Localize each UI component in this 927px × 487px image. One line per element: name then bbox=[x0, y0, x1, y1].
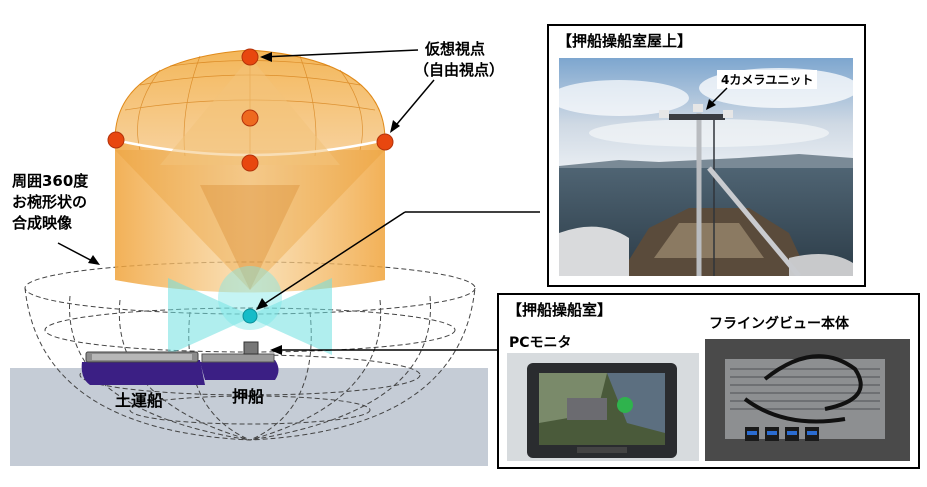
panel-bridge: 【押船操船室】 PCモニタ フライングビュー本体 bbox=[497, 293, 920, 469]
label-barge: 土運船 bbox=[115, 391, 164, 410]
pusher-boat bbox=[200, 341, 279, 380]
viewpoint-right bbox=[376, 133, 394, 151]
barge bbox=[81, 351, 205, 385]
projection-cylinder bbox=[115, 140, 385, 293]
view-cone-center bbox=[200, 185, 300, 290]
viewpoint-low bbox=[241, 154, 259, 172]
pc-monitor-scene bbox=[507, 353, 699, 461]
view-cone-inner bbox=[115, 150, 385, 290]
viewpoint-dots bbox=[107, 48, 394, 172]
flying-view-unit-label: フライングビュー本体 bbox=[709, 316, 849, 332]
panel-roof: 【押船操船室屋上】 bbox=[547, 24, 866, 287]
label-composite-1: 周囲360度 bbox=[12, 172, 89, 190]
viewpoint-mid bbox=[241, 109, 259, 127]
pc-monitor-photo bbox=[507, 353, 699, 461]
panel-roof-title: 【押船操船室屋上】 bbox=[557, 32, 693, 50]
bowl-wireframe bbox=[24, 261, 476, 441]
ground-plane bbox=[10, 368, 488, 466]
flying-view-unit-scene bbox=[705, 339, 910, 461]
camera-position-dot bbox=[242, 308, 258, 324]
label-virtual-viewpoint: 仮想視点 bbox=[425, 40, 486, 58]
flying-view-unit-photo bbox=[705, 339, 910, 461]
roof-photo: 4カメラユニット bbox=[559, 58, 853, 276]
label-free-viewpoint: （自由視点） bbox=[414, 61, 505, 79]
label-pusher: 押船 bbox=[232, 387, 265, 406]
label-composite-3: 合成映像 bbox=[12, 214, 73, 232]
label-composite-2: お椀形状の bbox=[12, 193, 88, 211]
panel-bridge-title: 【押船操船室】 bbox=[507, 301, 613, 319]
viewpoint-left bbox=[107, 131, 125, 149]
viewpoint-top bbox=[241, 48, 259, 66]
pc-monitor-label: PCモニタ bbox=[509, 335, 572, 351]
camera-unit-arrow bbox=[706, 87, 728, 110]
diagram-canvas bbox=[10, 48, 540, 466]
camera-unit-label: 4カメラユニット bbox=[717, 70, 818, 89]
camera-field-glow bbox=[218, 266, 282, 330]
arrow-heads bbox=[88, 52, 400, 355]
